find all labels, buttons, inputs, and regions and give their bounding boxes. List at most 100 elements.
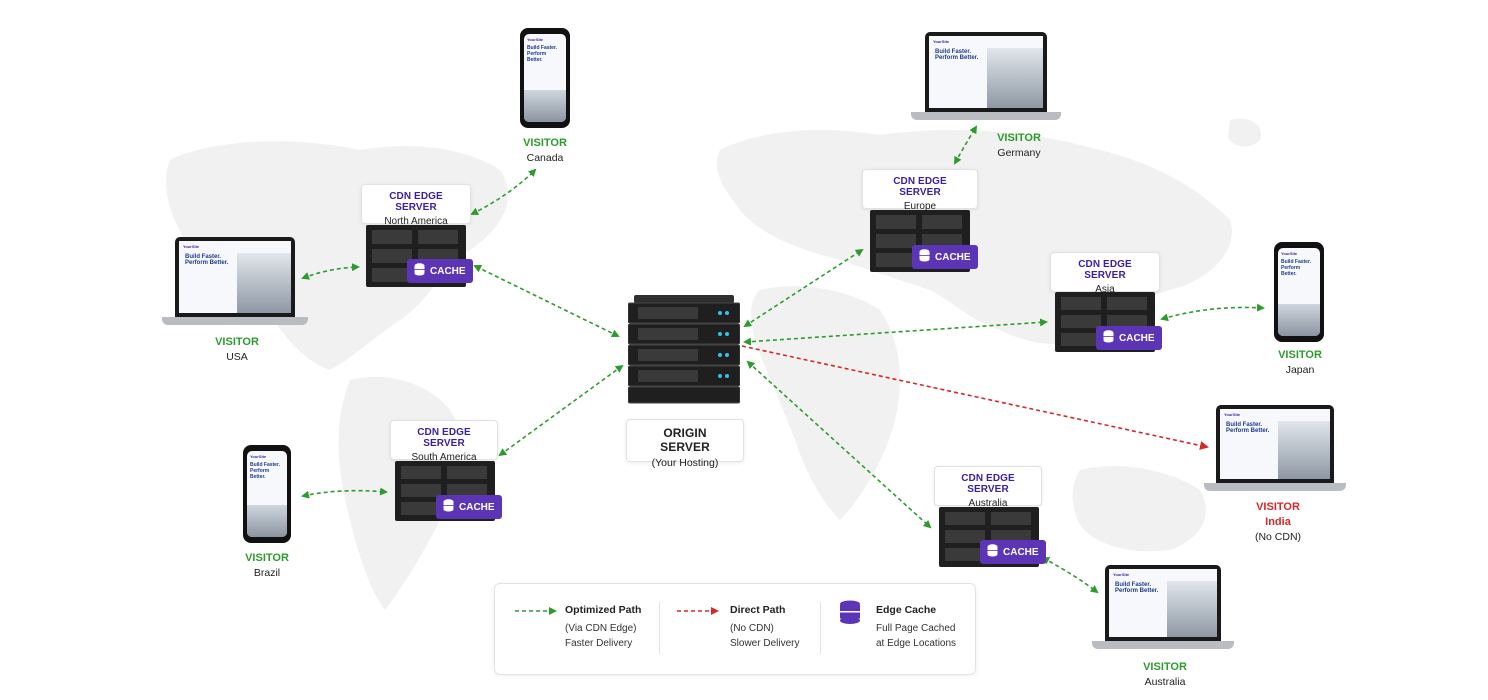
laptop-device-india: YourSite Build Faster. Perform Better. [1216, 405, 1334, 483]
legend-optimized: Optimized Path (Via CDN Edge) Faster Del… [565, 604, 641, 651]
cache-label: CACHE [430, 265, 466, 277]
legend-direct: Direct Path (No CDN) Slower Delivery [730, 604, 799, 651]
visitor-label-germany: VISITOR Germany [959, 132, 1079, 159]
phone-device-brazil: YourSite Build Faster. Perform Better. [243, 445, 291, 543]
edge-label-south-america: CDN EDGE SERVER South America [390, 420, 498, 463]
legend-divider [659, 602, 660, 654]
laptop-base [1204, 483, 1346, 491]
screen-brand: YourSite [250, 454, 267, 459]
database-icon [443, 499, 454, 515]
screen-brand: YourSite [933, 39, 950, 44]
visitor-label-usa: VISITOR USA [177, 336, 297, 363]
device-screen: YourSite Build Faster. Perform Better. [179, 241, 291, 313]
visitor-location: Brazil [253, 567, 281, 579]
building-image [524, 90, 566, 122]
visitor-location: Germany [997, 147, 1041, 159]
path-origin-india-direct [741, 345, 1209, 450]
legend-optimized-title: Optimized Path [565, 604, 642, 616]
path-sa-brazil [301, 487, 388, 499]
path-asia-japan [1160, 303, 1265, 322]
screen-brand: YourSite [1281, 251, 1298, 256]
path-na-canada [470, 168, 537, 215]
edge-region: Asia [1095, 284, 1115, 295]
cache-badge-europe: CACHE [912, 245, 978, 269]
laptop-device-usa: YourSite Build Faster. Perform Better. [175, 237, 295, 317]
edge-region: North America [384, 216, 448, 227]
database-icon [919, 249, 930, 265]
screen-headline: Perform Better. [1281, 265, 1301, 277]
cache-label: CACHE [1003, 546, 1039, 558]
visitor-note: (No CDN) [1254, 531, 1302, 543]
legend-optimized-line1: (Via CDN Edge) [565, 623, 637, 634]
screen-headline: Build Faster. [1226, 422, 1263, 428]
path-na-usa [301, 263, 360, 280]
edge-server-north-america [366, 225, 466, 287]
screen-headline: Perform Better. [1226, 428, 1270, 434]
laptop-base [1092, 641, 1234, 649]
visitor-label-india: VISITOR India (No CDN) [1218, 501, 1338, 543]
screen-headline: Perform Better. [935, 55, 979, 61]
visitor-title: VISITOR [1256, 501, 1300, 513]
building-image [1167, 581, 1217, 637]
edge-title: CDN EDGE SERVER [389, 191, 443, 213]
legend-optimized-arrow-icon [515, 607, 557, 615]
device-screen: YourSite Build Faster. Perform Better. [247, 451, 287, 537]
building-image [1278, 421, 1330, 479]
screen-brand: YourSite [1113, 572, 1130, 577]
edge-region: Australia [968, 498, 1008, 509]
cache-badge-asia: CACHE [1096, 326, 1162, 350]
visitor-title: VISITOR [523, 137, 567, 149]
visitor-location: Japan [1285, 364, 1315, 376]
visitor-label-canada: VISITOR Canada [485, 137, 605, 164]
path-origin-asia [743, 318, 1048, 346]
screen-headline: Perform Better. [250, 468, 270, 480]
building-image [987, 48, 1043, 108]
edge-title: CDN EDGE SERVER [1078, 259, 1132, 281]
edge-title: CDN EDGE SERVER [417, 427, 471, 449]
cache-badge-north-america: CACHE [407, 259, 473, 283]
legend-direct-line1: (No CDN) [730, 623, 774, 634]
path-aus-australia [1041, 557, 1099, 594]
legend-direct-line2: Slower Delivery [730, 638, 800, 649]
visitor-location: Australia [1144, 676, 1186, 688]
screen-headline: Perform Better. [185, 260, 229, 266]
path-eu-germany [954, 125, 978, 165]
building-image [1278, 304, 1320, 336]
screen-headline: Build Faster. [1281, 259, 1312, 265]
path-origin-north-america [473, 265, 620, 337]
visitor-location: India [1265, 516, 1291, 528]
database-icon [1103, 330, 1114, 346]
legend-divider [820, 602, 821, 654]
laptop-base [162, 317, 308, 325]
screen-headline: Build Faster. [527, 45, 558, 51]
device-screen: YourSite Build Faster. Perform Better. [524, 34, 566, 122]
cache-badge-south-america: CACHE [436, 495, 502, 519]
edge-label-europe: CDN EDGE SERVER Europe [862, 169, 978, 212]
path-origin-europe [743, 248, 864, 328]
legend-cache-title: Edge Cache [876, 604, 937, 616]
legend-cache-line2: at Edge Locations [876, 638, 957, 649]
visitor-label-brazil: VISITOR Brazil [207, 552, 327, 579]
visitor-location: USA [226, 351, 248, 363]
origin-server-label: ORIGIN SERVER (Your Hosting) [626, 419, 744, 469]
screen-brand: YourSite [527, 37, 544, 42]
visitor-title: VISITOR [215, 336, 259, 348]
legend-direct-title: Direct Path [730, 604, 786, 616]
screen-headline: Build Faster. [935, 49, 972, 55]
device-screen: YourSite Build Faster. Perform Better. [929, 36, 1043, 108]
legend-cache: Edge Cache Full Page Cached at Edge Loca… [876, 604, 956, 651]
origin-title: ORIGIN SERVER [660, 426, 710, 454]
database-icon [840, 600, 860, 624]
cache-label: CACHE [935, 251, 971, 263]
building-image [237, 253, 291, 313]
database-icon [987, 544, 998, 560]
path-origin-south-america [498, 364, 624, 457]
screen-headline: Build Faster. [1115, 582, 1152, 588]
path-origin-australia [746, 360, 932, 529]
visitor-label-japan: VISITOR Japan [1240, 349, 1360, 376]
visitor-location: Canada [526, 152, 564, 164]
legend-optimized-line2: Faster Delivery [565, 638, 633, 649]
edge-title: CDN EDGE SERVER [961, 473, 1015, 495]
edge-label-north-america: CDN EDGE SERVER North America [361, 184, 471, 227]
